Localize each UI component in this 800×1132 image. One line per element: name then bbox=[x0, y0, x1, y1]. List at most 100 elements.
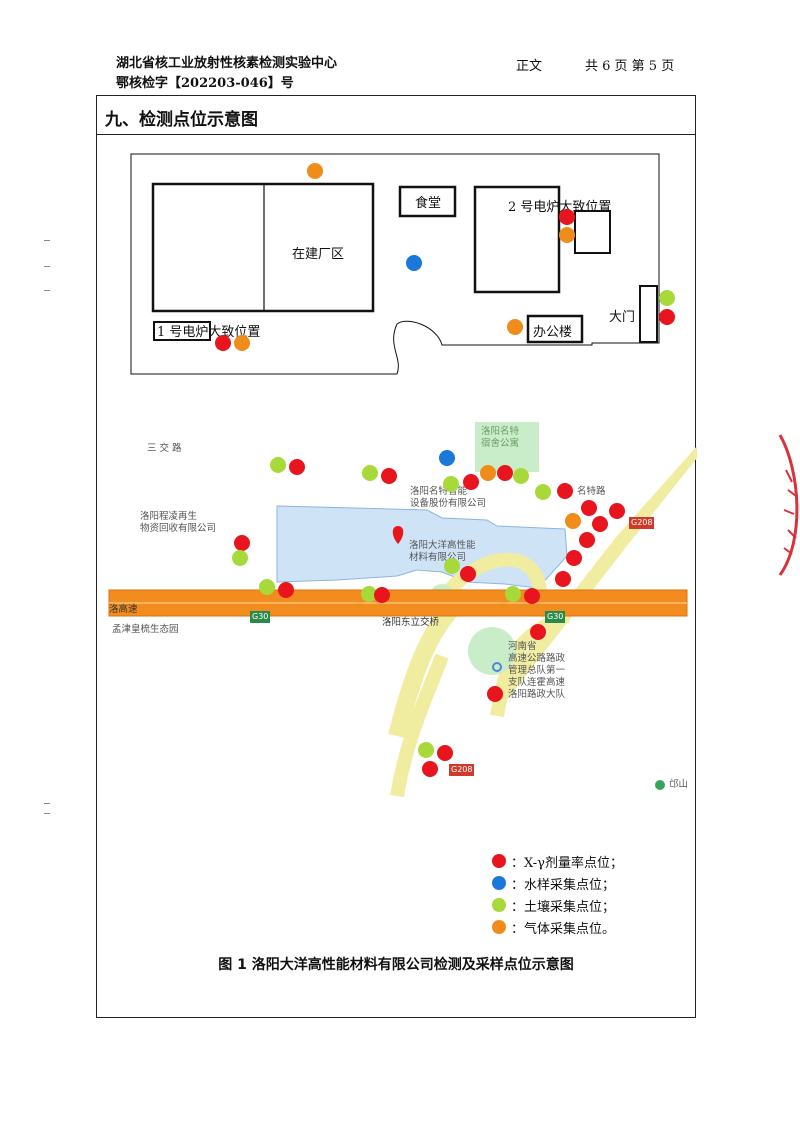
map-label-police: 河南省 高速公路路政 管理总队第一 支队连霍高速 洛阳路政大队 bbox=[508, 641, 566, 700]
sampling-point-green bbox=[659, 290, 675, 306]
furnace1-label: 1 号电炉大致位置 bbox=[157, 325, 261, 340]
apartment-area bbox=[475, 422, 539, 472]
legend-dot-gas bbox=[492, 920, 506, 934]
sampling-point-green bbox=[232, 550, 248, 566]
sampling-point-red bbox=[579, 532, 595, 548]
sampling-point-red bbox=[566, 550, 582, 566]
sampling-point-green bbox=[362, 465, 378, 481]
g208-badge: G208 bbox=[629, 517, 655, 529]
canteen-box bbox=[398, 185, 457, 218]
site-boundary bbox=[130, 153, 660, 375]
legend-dot-soil bbox=[492, 898, 506, 912]
map-label-yinshan: 邙山 bbox=[669, 779, 689, 790]
red-seal-stamp bbox=[778, 434, 799, 576]
sampling-point-red bbox=[581, 500, 597, 516]
figure-frame: 九、检测点位示意图 在建厂区 食堂 2 号电炉大致位置 1 号电炉大致位置 办公… bbox=[96, 95, 697, 1018]
gate-box bbox=[639, 285, 658, 343]
sampling-point-orange bbox=[559, 227, 575, 243]
sampling-point-red bbox=[557, 483, 573, 499]
sampling-point-red bbox=[530, 624, 546, 640]
sampling-point-red bbox=[381, 468, 397, 484]
canteen-label: 食堂 bbox=[415, 196, 442, 211]
sampling-point-blue bbox=[439, 450, 455, 466]
org-name: 湖北省核工业放射性核素检测实验中心 bbox=[116, 56, 338, 71]
furnace-1-box bbox=[153, 321, 211, 341]
g30-badge: G30 bbox=[545, 611, 566, 623]
sampling-point-red bbox=[487, 686, 503, 702]
margin-mark bbox=[44, 240, 50, 241]
sampling-point-red bbox=[497, 465, 513, 481]
location-map bbox=[108, 422, 697, 798]
figure-caption: 图 1 洛阳大洋高性能材料有限公司检测及采样点位示意图 bbox=[218, 957, 574, 973]
map-label-sanjiao: 三 交 路 bbox=[147, 443, 182, 454]
yinshan-icon bbox=[655, 780, 665, 790]
g208-road bbox=[492, 446, 697, 706]
map-label-mingte-co: 洛阳名特智能 设备股份有限公司 bbox=[410, 486, 487, 509]
sampling-point-red bbox=[215, 335, 231, 351]
gate-label: 大门 bbox=[609, 310, 636, 325]
sampling-point-green bbox=[535, 484, 551, 500]
factory-pin bbox=[392, 526, 404, 544]
interchange-ramp bbox=[390, 653, 449, 798]
sampling-point-red bbox=[524, 588, 540, 604]
sampling-point-red bbox=[460, 566, 476, 582]
furnace2-label: 2 号电炉大致位置 bbox=[508, 200, 612, 215]
legend-label-xgamma: ：X-γ剂量率点位； bbox=[511, 856, 623, 871]
margin-mark bbox=[44, 266, 50, 267]
margin-mark bbox=[44, 813, 50, 814]
margin-mark bbox=[44, 803, 50, 804]
sampling-point-blue bbox=[406, 255, 422, 271]
building-2 bbox=[473, 185, 561, 294]
sampling-point-orange bbox=[234, 335, 250, 351]
map-label-jinjin: 孟津皇梳生态园 bbox=[112, 624, 179, 635]
map-label-bridge: 洛阳东立交桥 bbox=[382, 617, 440, 628]
construction-area bbox=[151, 182, 375, 313]
site-label: 在建厂区 bbox=[292, 247, 345, 262]
legend-dot-water bbox=[492, 876, 506, 890]
sampling-point-red bbox=[463, 474, 479, 490]
furnace-2-box bbox=[574, 210, 611, 254]
sampling-point-orange bbox=[307, 163, 323, 179]
margin-mark bbox=[44, 290, 50, 291]
sampling-point-red bbox=[659, 309, 675, 325]
map-label-dayang: 洛阳大洋高性能 材料有限公司 bbox=[409, 540, 476, 563]
g208-badge: G208 bbox=[449, 764, 475, 776]
map-label-apartment: 洛阳名特 宿舍公寓 bbox=[481, 426, 520, 449]
interchange-green bbox=[468, 627, 516, 675]
sampling-point-green bbox=[443, 476, 459, 492]
doc-number: 鄂核检字【202203-046】号 bbox=[116, 76, 294, 91]
section-title: 九、检测点位示意图 bbox=[105, 110, 258, 130]
office-label: 办公楼 bbox=[533, 325, 573, 340]
sampling-point-orange bbox=[507, 319, 523, 335]
sampling-point-green bbox=[259, 579, 275, 595]
site-plan bbox=[130, 153, 660, 375]
office-box bbox=[526, 314, 584, 344]
sampling-point-orange bbox=[565, 513, 581, 529]
g30-badge: G30 bbox=[250, 611, 271, 623]
sampling-point-red bbox=[374, 587, 390, 603]
sampling-point-red bbox=[437, 745, 453, 761]
page-count: 共 6 页 第 5 页 bbox=[585, 59, 675, 74]
sampling-point-green bbox=[418, 742, 434, 758]
sampling-point-red bbox=[234, 535, 250, 551]
legend-dot-xgamma bbox=[492, 854, 506, 868]
legend-label-gas: ：气体采集点位。 bbox=[511, 922, 616, 937]
map-label-mingte-rd: 名特路 bbox=[577, 486, 606, 497]
legend-label-water: ：水样采集点位； bbox=[511, 878, 616, 893]
sampling-point-red bbox=[278, 582, 294, 598]
police-pin bbox=[492, 662, 502, 672]
sampling-point-red bbox=[422, 761, 438, 777]
map-label-expressway: 洛高速 bbox=[109, 604, 138, 615]
sampling-point-green bbox=[361, 586, 377, 602]
sampling-point-red bbox=[559, 209, 575, 225]
sampling-point-green bbox=[270, 457, 286, 473]
sampling-point-green bbox=[444, 558, 460, 574]
sampling-point-red bbox=[289, 459, 305, 475]
section-label: 正文 bbox=[516, 59, 543, 74]
sampling-point-red bbox=[555, 571, 571, 587]
map-label-recycle: 洛阳程凌再生 物资回收有限公司 bbox=[140, 511, 217, 534]
sampling-point-green bbox=[505, 586, 521, 602]
sampling-point-orange bbox=[480, 465, 496, 481]
sampling-point-green bbox=[513, 468, 529, 484]
section-titlebar: 九、检测点位示意图 bbox=[97, 96, 695, 135]
